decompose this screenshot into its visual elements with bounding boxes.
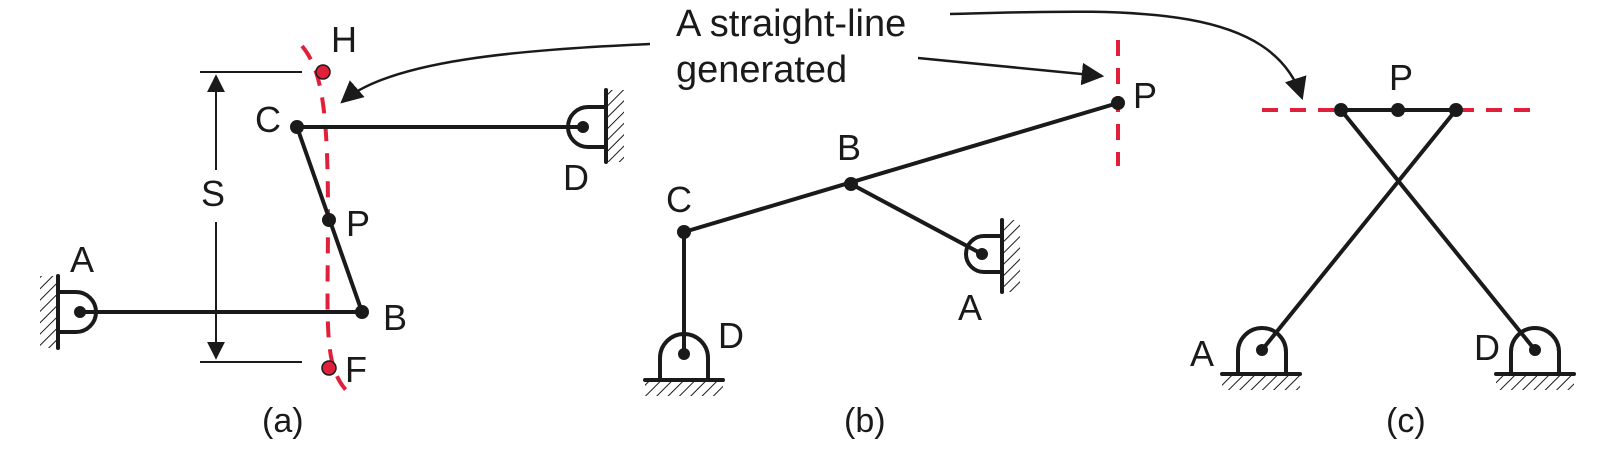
annotation-arrow-to-c (949, 10, 1307, 101)
link-d-left (1339, 108, 1537, 352)
panel-a: S A B C D P H F (40, 19, 624, 440)
straight-line-annotation: A straight-line generated (340, 3, 1307, 104)
joint-a (74, 306, 86, 318)
label-c-b: C (666, 179, 692, 220)
ground-pivot-a-c (1220, 326, 1302, 390)
coupler-point-p-c (1391, 103, 1405, 117)
label-p-b: P (1133, 75, 1157, 116)
label-a: A (70, 239, 94, 280)
joint-d (577, 121, 589, 133)
ground-pivot-d-c (1494, 326, 1576, 390)
ground-pivot-a (40, 274, 98, 350)
panel-c: A D P (c) (1190, 57, 1576, 440)
caption-b: (b) (844, 402, 886, 440)
caption-c: (c) (1386, 402, 1426, 440)
label-d: D (563, 157, 589, 198)
annotation-arrow-to-b (917, 56, 1105, 86)
label-c: C (255, 99, 281, 140)
joint-c (290, 120, 304, 134)
link-cp (682, 101, 1120, 234)
joint-c-b (677, 225, 691, 239)
point-h (315, 64, 331, 80)
coupler-left-joint (1334, 103, 1348, 117)
annotation-line-1: A straight-line (676, 3, 906, 45)
label-p: P (346, 203, 370, 244)
label-a-c: A (1190, 333, 1214, 374)
coupler-right-joint (1449, 103, 1463, 117)
label-f: F (345, 349, 367, 390)
panel-b: A B C D P (b) (643, 40, 1157, 440)
annotation-arrow-to-a (340, 42, 651, 104)
label-b-b: B (837, 127, 861, 168)
ground-pivot-a-b (964, 218, 1020, 294)
coupler-point-p-b (1111, 96, 1125, 110)
joint-d-b (678, 348, 690, 360)
label-a-b: A (958, 287, 982, 328)
ground-pivot-d (566, 88, 624, 164)
label-h: H (331, 19, 357, 60)
ground-pivot-d-b (643, 332, 725, 396)
link-ba (849, 182, 984, 256)
joint-a-b (976, 248, 988, 260)
joint-b-b (844, 177, 858, 191)
label-d-b: D (718, 315, 744, 356)
caption-a: (a) (262, 402, 304, 440)
coupler-point-p (322, 213, 336, 227)
label-b: B (383, 297, 407, 338)
joint-b (355, 305, 369, 319)
joint-a-c (1256, 344, 1268, 356)
label-p-c: P (1389, 57, 1413, 98)
point-f (321, 360, 337, 376)
dim-label-s: S (201, 173, 225, 214)
label-d-c: D (1474, 327, 1500, 368)
annotation-line-2: generated (676, 49, 847, 91)
joint-d-c (1529, 344, 1541, 356)
link-a-right (1260, 108, 1458, 352)
